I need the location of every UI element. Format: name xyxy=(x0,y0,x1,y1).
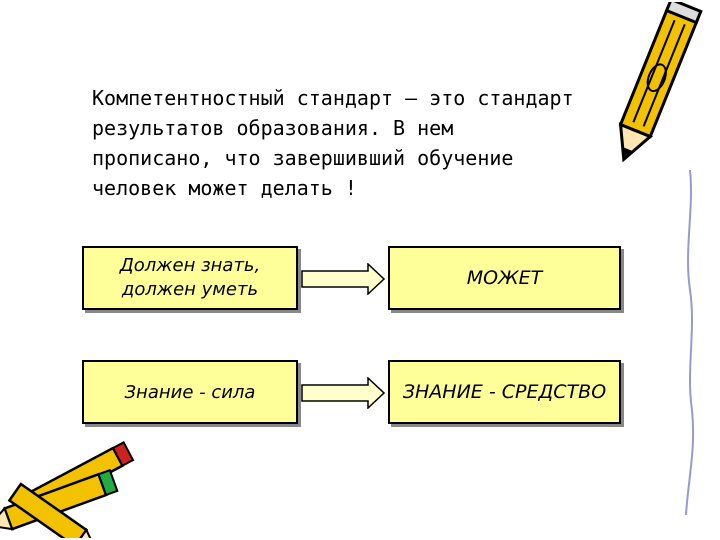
decorative-line xyxy=(685,170,695,516)
box-from-2: Знание - сила xyxy=(82,360,298,424)
box-from-1: Должен знать, должен уметь xyxy=(82,246,298,310)
pencil-icon xyxy=(618,2,703,163)
box-to-2: ЗНАНИЕ - СРЕДСТВО xyxy=(388,360,621,424)
arrow-right-icon xyxy=(301,263,386,295)
intro-text: Компетентностный стандарт – это стандарт… xyxy=(92,86,574,200)
pencils-icon xyxy=(0,441,135,538)
box-to-1: МОЖЕТ xyxy=(388,246,621,310)
arrow-right-icon xyxy=(301,377,386,409)
